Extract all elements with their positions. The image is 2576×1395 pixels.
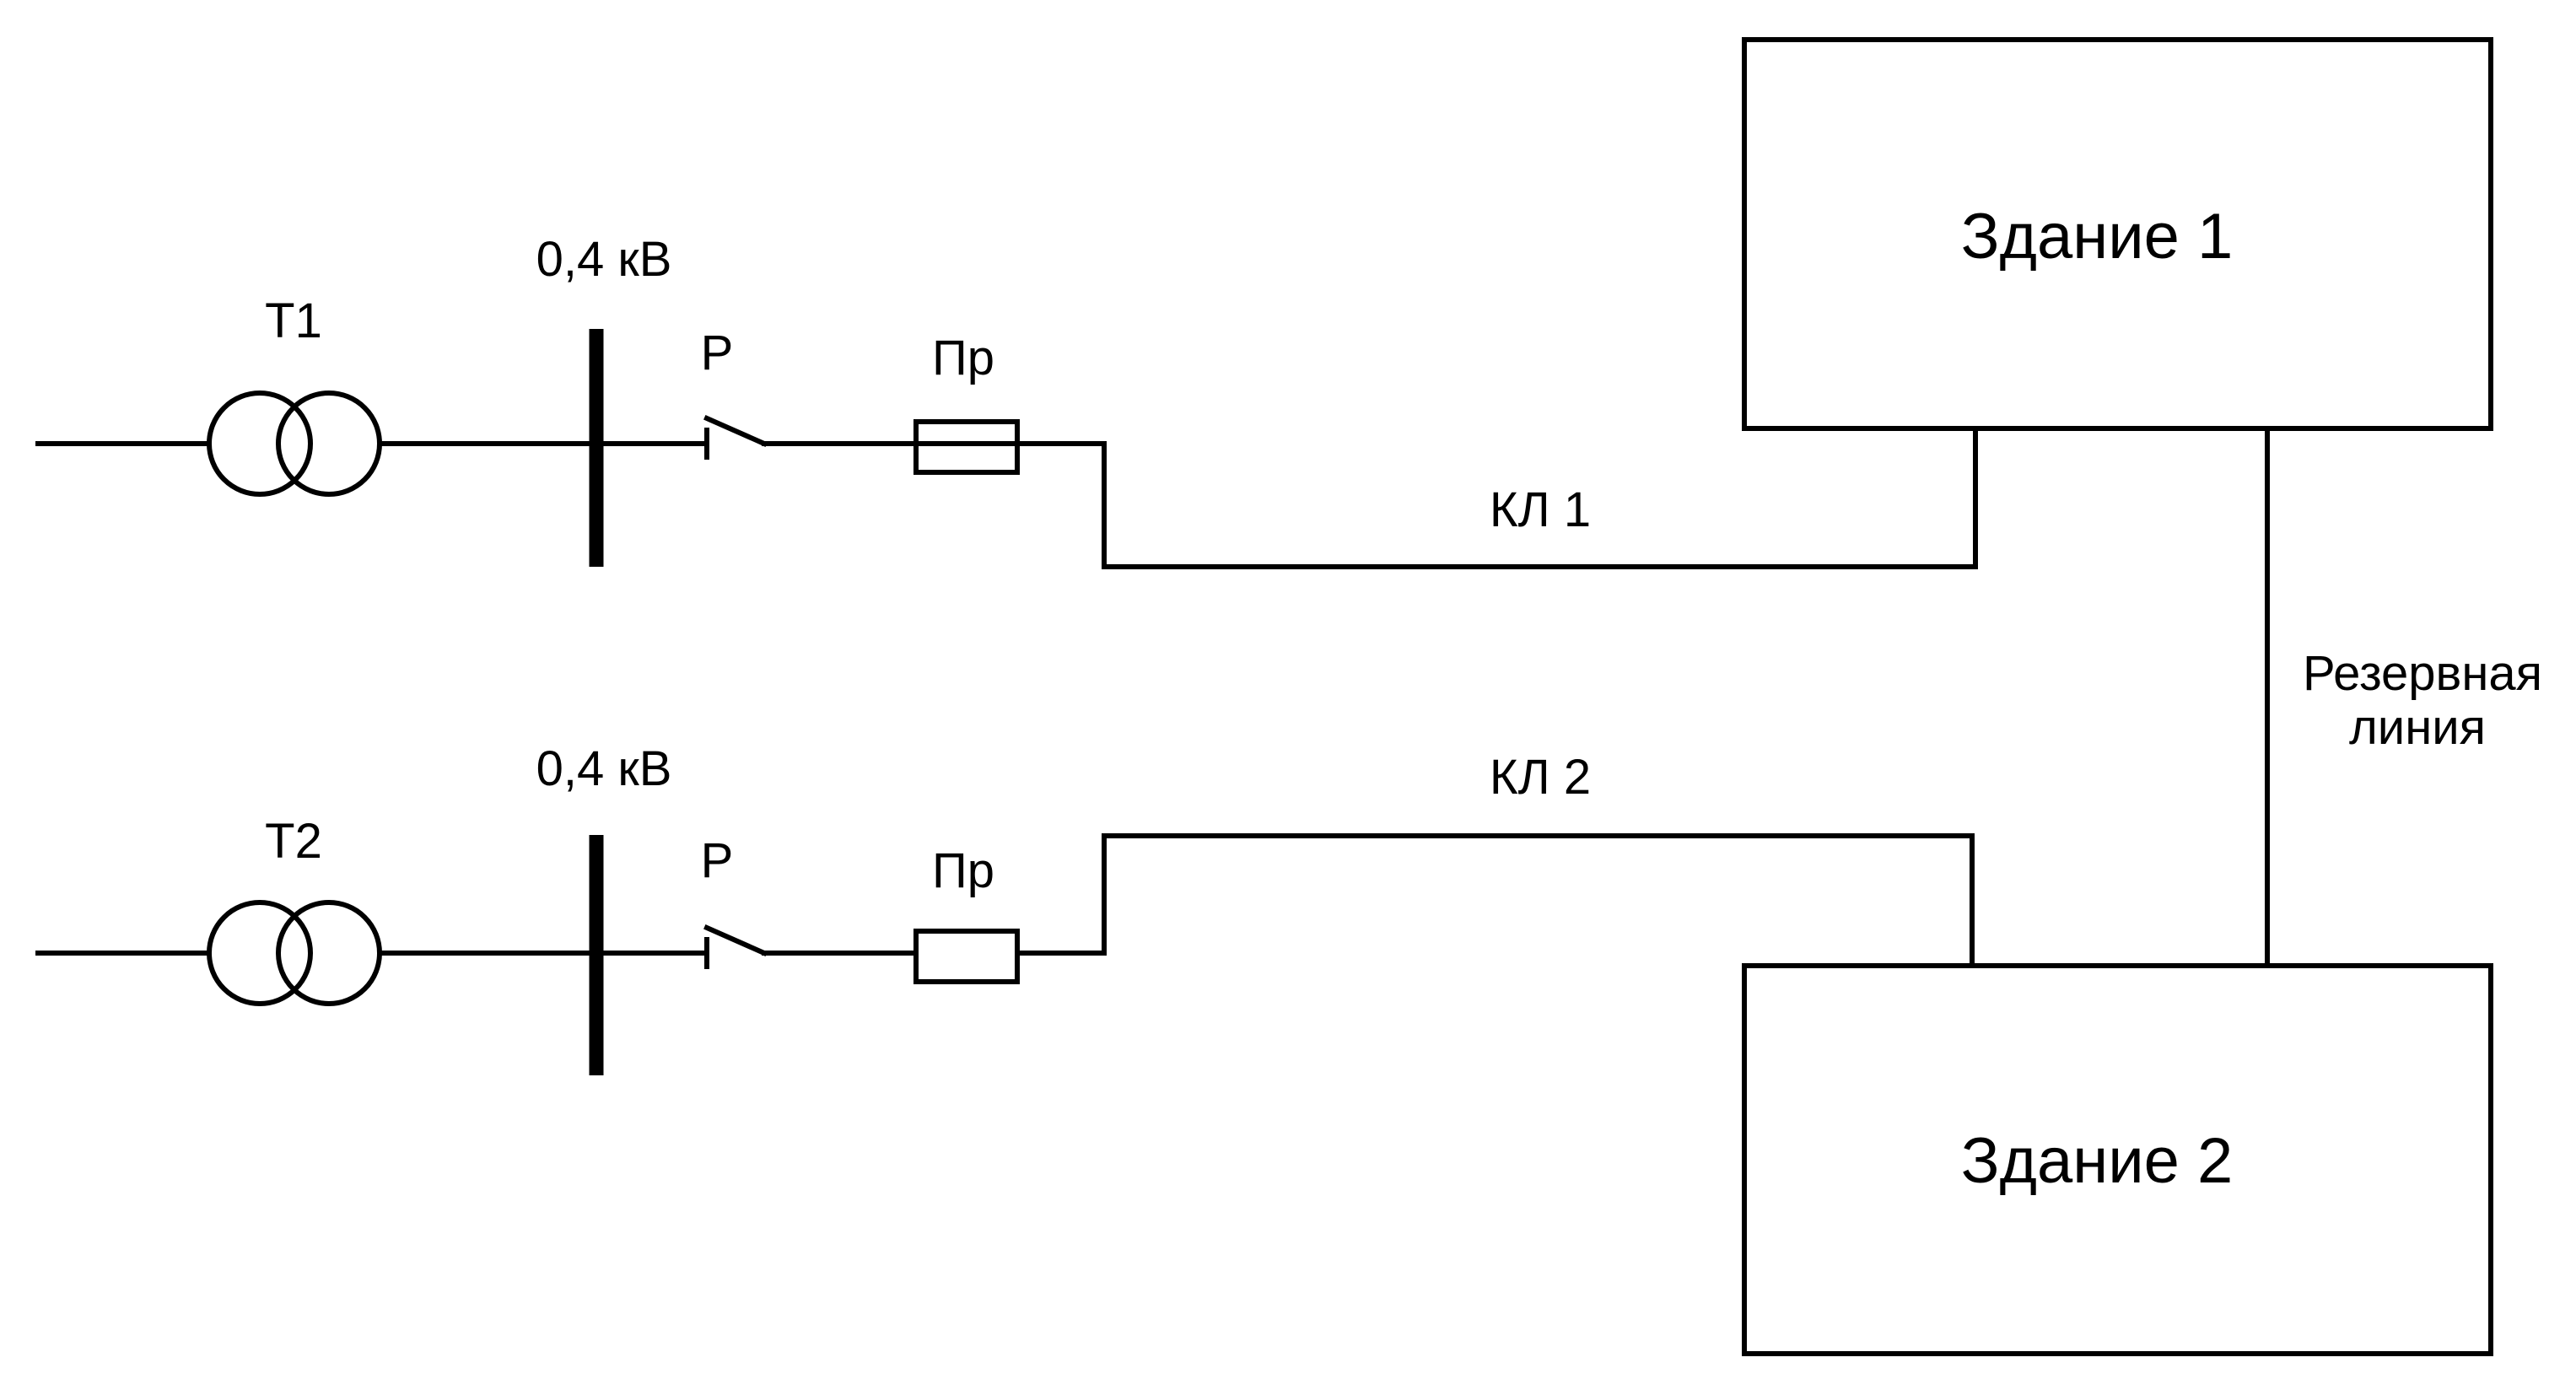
- cable-kl1: [1015, 426, 1978, 569]
- building-2-label: Здание 2: [1961, 1125, 2234, 1197]
- building-1: Здание 1: [1742, 37, 2493, 431]
- label-switch-2: Р: [701, 833, 734, 888]
- cable-kl2: [1015, 833, 1975, 968]
- switch-1-icon: [703, 415, 768, 460]
- fuse-1-icon: [913, 419, 1020, 475]
- building-1-box: [1742, 37, 2493, 431]
- transformer-t2-icon: [207, 900, 382, 1006]
- label-t1: Т1: [265, 294, 322, 348]
- building-2: Здание 2: [1742, 963, 2493, 1356]
- reserve-line: Резервная линия: [2265, 426, 2542, 968]
- label-kl2: КЛ 2: [1490, 750, 1591, 805]
- label-kl1: КЛ 1: [1490, 482, 1591, 537]
- feeder-2: Т2 0,4 кВ Р Пр КЛ 2: [35, 741, 1975, 1075]
- label-fuse-2: Пр: [932, 843, 994, 898]
- label-fuse-1: Пр: [932, 331, 994, 385]
- reserve-line-label-1: Резервная: [2303, 646, 2542, 701]
- feeder-1: Т1 0,4 кВ Р Пр КЛ 1: [35, 232, 1978, 569]
- label-voltage-1: 0,4 кВ: [536, 232, 672, 287]
- label-switch-1: Р: [701, 326, 734, 380]
- reserve-line-label-2: линия: [2349, 700, 2486, 755]
- fuse-2-icon: [913, 929, 1020, 984]
- building-2-box: [1742, 963, 2493, 1356]
- switch-2-icon: [703, 924, 768, 969]
- building-1-label: Здание 1: [1961, 201, 2234, 272]
- transformer-t1-icon: [207, 390, 382, 497]
- label-voltage-2: 0,4 кВ: [536, 741, 672, 796]
- label-t2: Т2: [265, 814, 322, 869]
